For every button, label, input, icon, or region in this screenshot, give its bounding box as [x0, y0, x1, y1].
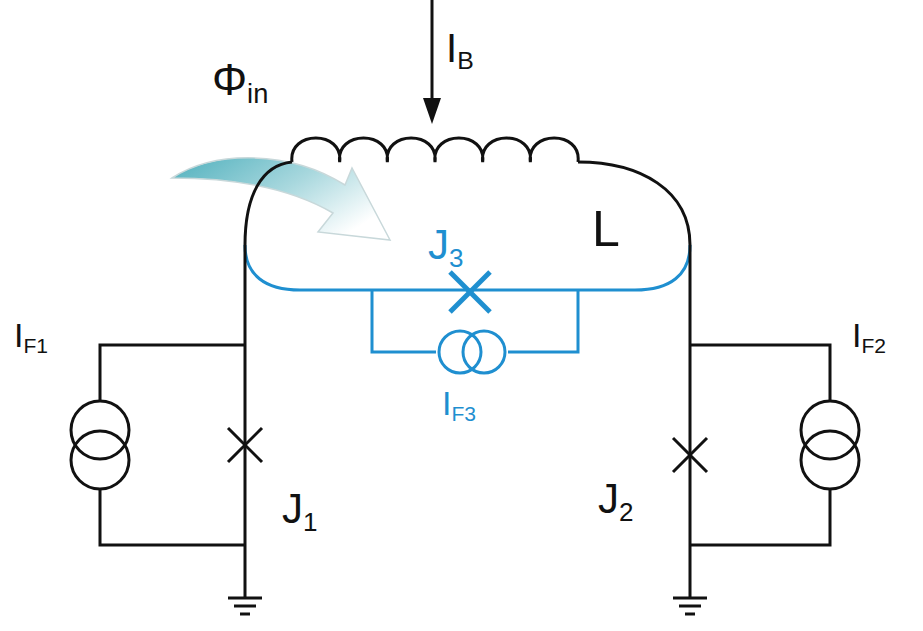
- right-branch: [673, 245, 859, 614]
- junction-j3: [450, 272, 490, 312]
- inductor-label: L: [592, 204, 620, 254]
- junction-label: J1: [282, 488, 317, 535]
- bias-arrowhead: [423, 98, 441, 124]
- blue-branch: [245, 245, 690, 373]
- current-source-label: IF1: [14, 318, 48, 356]
- current-source-label: IF3: [442, 386, 476, 424]
- junction-label: J3: [428, 224, 463, 271]
- flux-arrow: [172, 158, 390, 240]
- junction-label: J2: [598, 478, 633, 525]
- flux-label: Φin: [212, 58, 268, 107]
- left-branch: [71, 245, 262, 614]
- bias-current-label: IB: [446, 28, 474, 74]
- current-source-label: IF2: [852, 318, 886, 356]
- inductor-symbol: [245, 138, 690, 245]
